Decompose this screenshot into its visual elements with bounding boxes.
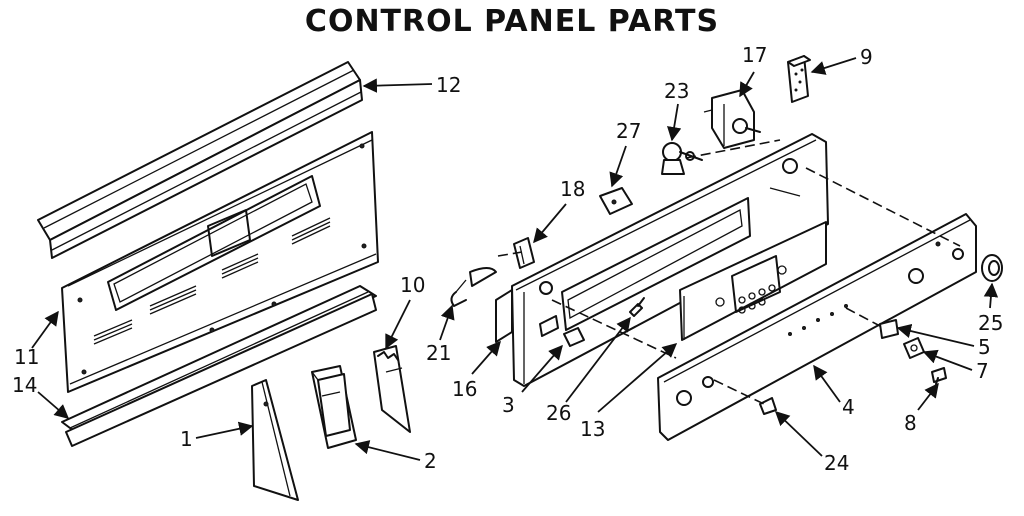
part-13-control-board bbox=[679, 221, 827, 341]
part-1-end-cap bbox=[251, 379, 299, 501]
callout-10: 10 bbox=[400, 273, 425, 297]
callout-4: 4 bbox=[842, 395, 855, 419]
part-2-bracket bbox=[311, 365, 357, 449]
diagram-title: CONTROL PANEL PARTS bbox=[304, 4, 720, 39]
callout-17: 17 bbox=[742, 43, 767, 67]
callout-21: 21 bbox=[426, 341, 451, 365]
callout-8: 8 bbox=[904, 411, 917, 435]
assembly-lines bbox=[497, 139, 961, 405]
callout-13: 13 bbox=[580, 417, 605, 441]
part-16-control-frame bbox=[495, 133, 829, 387]
part-14-bottom-trim bbox=[61, 285, 377, 447]
callout-leaders bbox=[31, 57, 999, 461]
part-17-switch bbox=[703, 89, 761, 149]
callout-18: 18 bbox=[560, 177, 585, 201]
callout-25: 25 bbox=[978, 311, 1003, 335]
part-8-screw bbox=[931, 367, 947, 385]
callout-26: 26 bbox=[546, 401, 571, 425]
callout-23: 23 bbox=[664, 79, 689, 103]
callout-24: 24 bbox=[824, 451, 849, 475]
callout-12: 12 bbox=[436, 73, 461, 97]
part-23-rotary-switch bbox=[661, 142, 703, 175]
callout-1: 1 bbox=[180, 427, 193, 451]
part-21-hook bbox=[450, 267, 497, 307]
part-7-socket bbox=[903, 337, 925, 359]
callout-14: 14 bbox=[12, 373, 37, 397]
callout-5: 5 bbox=[978, 335, 991, 359]
part-27-clip bbox=[599, 187, 633, 215]
callout-7: 7 bbox=[976, 359, 989, 383]
part-4-front-panel bbox=[657, 213, 977, 441]
part-26-screw bbox=[629, 297, 645, 317]
callout-27: 27 bbox=[616, 119, 641, 143]
callout-2: 2 bbox=[424, 449, 437, 473]
part-5-lamp bbox=[879, 319, 899, 339]
part-25-knob bbox=[981, 254, 1003, 282]
part-11-back-panel bbox=[61, 131, 379, 393]
callout-3: 3 bbox=[502, 393, 515, 417]
part-24-screw bbox=[759, 397, 777, 415]
part-10-side-bracket bbox=[373, 345, 411, 433]
callout-9: 9 bbox=[860, 45, 873, 69]
callout-11: 11 bbox=[14, 345, 39, 369]
callout-16: 16 bbox=[452, 377, 477, 401]
part-9-insert bbox=[787, 55, 811, 103]
callout-numbers: 12 11 14 1 2 10 21 16 18 27 23 17 9 3 26… bbox=[12, 43, 1003, 475]
part-12-top-trim bbox=[37, 61, 363, 259]
part-3-knob bbox=[563, 327, 585, 347]
part-18-bracket bbox=[513, 237, 535, 269]
